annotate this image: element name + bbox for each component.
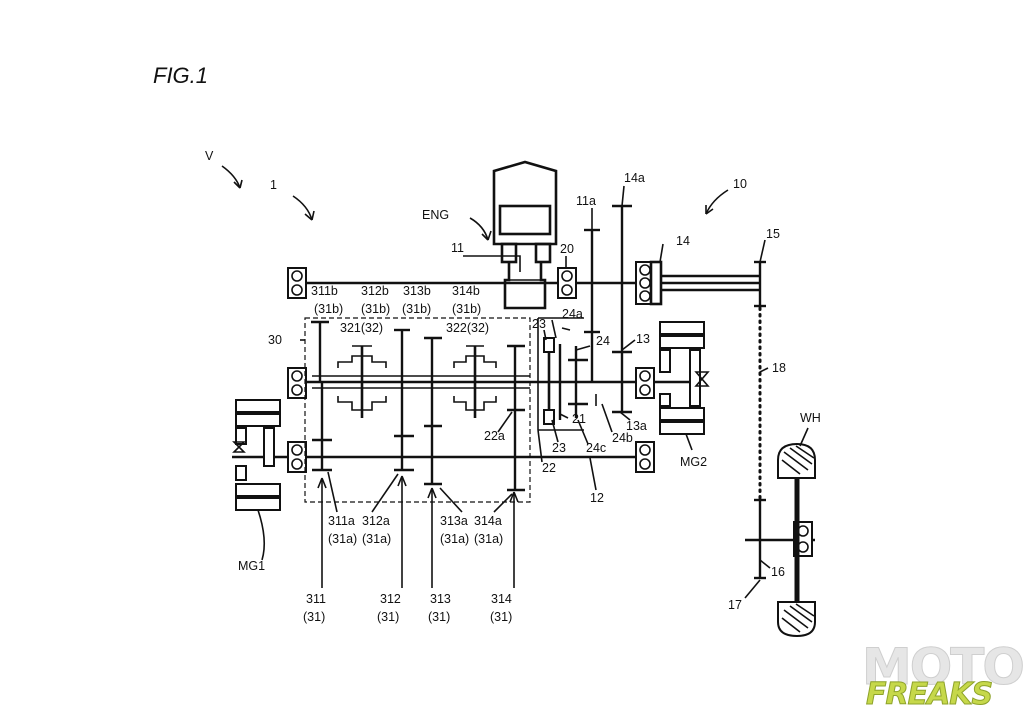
bearing-12-left xyxy=(288,442,306,472)
label-312a: 312a xyxy=(362,514,390,528)
bearing-20 xyxy=(558,268,576,298)
label-24c: 24c xyxy=(586,441,606,455)
gearbox-30-boundary xyxy=(305,318,530,502)
label-311b: 311b xyxy=(311,284,338,298)
watermark-freaks: FREAKS xyxy=(866,677,992,712)
label-16: 16 xyxy=(771,565,785,579)
label-23-bottom: 23 xyxy=(552,441,566,455)
label-313b: 313b xyxy=(403,284,431,298)
label-23-top: 23 xyxy=(532,317,546,331)
label-13: 13 xyxy=(636,332,650,346)
label-mg2: MG2 xyxy=(680,455,707,469)
figure-title: FIG.1 xyxy=(153,63,208,88)
label-313a: 313a xyxy=(440,514,468,528)
label-13a: 13a xyxy=(626,419,647,433)
label-311a: 311a xyxy=(328,514,355,528)
label-15: 15 xyxy=(766,227,780,241)
label-10: 10 xyxy=(733,177,747,191)
label-14: 14 xyxy=(676,234,690,248)
label-31b-4: (31b) xyxy=(452,302,481,316)
label-31-1: (31) xyxy=(303,610,325,624)
planetary-gear-20 xyxy=(538,206,632,430)
label-30: 30 xyxy=(268,333,282,347)
motor-generator-mg2 xyxy=(660,322,708,434)
label-18: 18 xyxy=(772,361,786,375)
label-31-2: (31) xyxy=(377,610,399,624)
label-31b-1: (31b) xyxy=(314,302,343,316)
label-eng: ENG xyxy=(422,208,449,222)
label-20: 20 xyxy=(560,242,574,256)
label-v: V xyxy=(205,149,214,163)
label-14a: 14a xyxy=(624,171,645,185)
gear-set xyxy=(311,322,530,490)
label-mg1: MG1 xyxy=(238,559,265,573)
label-24a: 24a xyxy=(562,307,583,321)
label-322: 322(32) xyxy=(446,321,489,335)
label-31a-1: (31a) xyxy=(328,532,357,546)
label-31a-2: (31a) xyxy=(362,532,391,546)
label-11a: 11a xyxy=(576,194,596,208)
label-31b-3: (31b) xyxy=(402,302,431,316)
label-31-3: (31) xyxy=(428,610,450,624)
bearing-12-right xyxy=(636,442,654,472)
label-22: 22 xyxy=(542,461,556,475)
bearing-11-left xyxy=(288,268,306,298)
label-312: 312 xyxy=(380,592,401,606)
label-21: 21 xyxy=(572,412,586,426)
label-314a: 314a xyxy=(474,514,502,528)
label-22a: 22a xyxy=(484,429,505,443)
label-31a-3: (31a) xyxy=(440,532,469,546)
label-11: 11 xyxy=(451,241,464,255)
motor-generator-mg1 xyxy=(234,400,280,510)
label-1: 1 xyxy=(270,178,277,192)
label-12: 12 xyxy=(590,491,604,505)
label-31-4: (31) xyxy=(490,610,512,624)
label-312b: 312b xyxy=(361,284,389,298)
label-314b: 314b xyxy=(452,284,480,298)
label-17: 17 xyxy=(728,598,742,612)
final-drive xyxy=(754,262,766,578)
label-311: 311 xyxy=(306,592,326,606)
bearing-13-left xyxy=(288,368,306,398)
label-314: 314 xyxy=(491,592,512,606)
label-313: 313 xyxy=(430,592,451,606)
label-24: 24 xyxy=(596,334,610,348)
watermark-logo: MOTOR FREAKS xyxy=(862,638,1024,712)
label-321: 321(32) xyxy=(340,321,383,335)
bearing-15 xyxy=(651,262,661,304)
label-wh: WH xyxy=(800,411,821,425)
label-24b: 24b xyxy=(612,431,633,445)
engine xyxy=(494,162,556,308)
label-31b-2: (31b) xyxy=(361,302,390,316)
label-31a-4: (31a) xyxy=(474,532,503,546)
bearing-13-right xyxy=(636,368,654,398)
